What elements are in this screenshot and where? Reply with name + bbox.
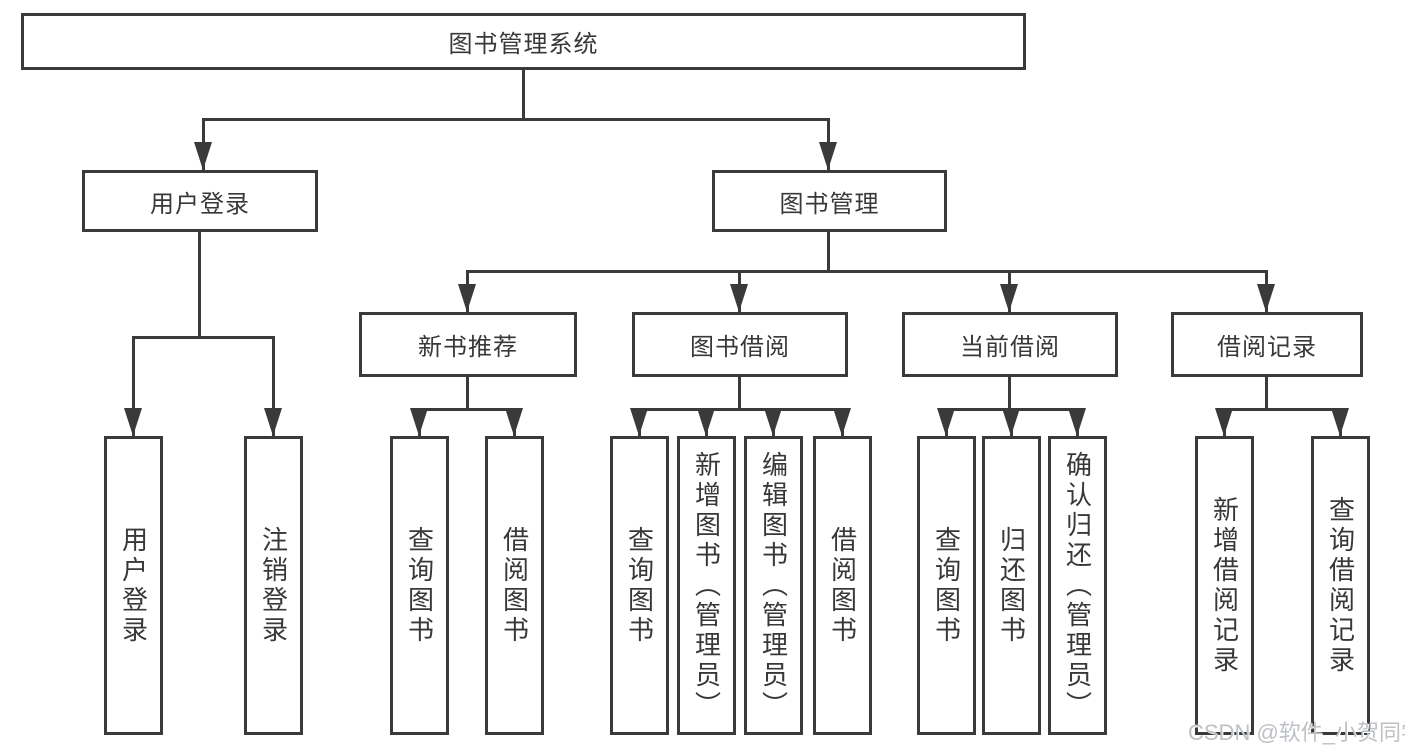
arrowhead-down-icon bbox=[1215, 408, 1233, 436]
leaf-logout-login: 注销登录 bbox=[244, 436, 303, 735]
arrowhead-down-icon bbox=[124, 408, 142, 436]
leaf-query-books-borrowing: 查询图书 bbox=[610, 436, 669, 735]
arrowhead-down-icon bbox=[194, 142, 212, 170]
arrowhead-down-icon bbox=[833, 408, 851, 436]
connector-line bbox=[827, 232, 830, 270]
arrowhead-down-icon bbox=[697, 408, 715, 436]
node-label: 用户登录 bbox=[118, 525, 149, 646]
leaf-borrow-books-borrowing: 借阅图书 bbox=[813, 436, 872, 735]
connector-line bbox=[466, 377, 469, 408]
connector-line bbox=[466, 270, 1268, 273]
connector-line bbox=[272, 336, 275, 436]
leaf-query-books-recommend: 查询图书 bbox=[390, 436, 449, 735]
node-current-borrowing: 当前借阅 bbox=[902, 312, 1118, 377]
arrowhead-down-icon bbox=[458, 284, 476, 312]
node-label: 借阅图书 bbox=[827, 525, 858, 646]
leaf-add-borrow-record: 新增借阅记录 bbox=[1195, 436, 1254, 735]
arrowhead-down-icon bbox=[937, 408, 955, 436]
node-label: 借阅图书 bbox=[499, 525, 530, 646]
node-label: 图书管理 bbox=[779, 190, 880, 218]
node-label: 用户登录 bbox=[150, 190, 250, 218]
leaf-user-login: 用户登录 bbox=[104, 436, 163, 735]
arrowhead-down-icon bbox=[819, 142, 837, 170]
node-book-management: 图书管理 bbox=[712, 170, 947, 232]
node-label: 查询图书 bbox=[624, 525, 655, 646]
arrowhead-down-icon bbox=[630, 408, 648, 436]
arrowhead-down-icon bbox=[730, 284, 748, 312]
connector-line bbox=[198, 232, 201, 336]
node-library-management-system: 图书管理系统 bbox=[21, 13, 1026, 70]
leaf-return-books: 归还图书 bbox=[982, 436, 1041, 735]
node-label: 新增图书（管理员） bbox=[691, 450, 722, 721]
arrowhead-down-icon bbox=[505, 408, 523, 436]
connector-line bbox=[638, 408, 844, 411]
arrowhead-down-icon bbox=[1002, 408, 1020, 436]
leaf-borrow-books-recommend: 借阅图书 bbox=[485, 436, 544, 735]
arrowhead-down-icon bbox=[1257, 284, 1275, 312]
arrowhead-down-icon bbox=[264, 408, 282, 436]
connector-line bbox=[1265, 377, 1268, 408]
node-label: 查询图书 bbox=[404, 525, 435, 646]
connector-line bbox=[202, 118, 830, 121]
node-label: 注销登录 bbox=[258, 525, 289, 646]
node-new-book-recommend: 新书推荐 bbox=[359, 312, 577, 377]
node-label: 新书推荐 bbox=[418, 334, 518, 361]
node-label: 图书管理系统 bbox=[448, 31, 599, 58]
node-book-borrowing: 图书借阅 bbox=[632, 312, 848, 377]
leaf-query-books-current: 查询图书 bbox=[917, 436, 976, 735]
node-label: 归还图书 bbox=[996, 525, 1027, 646]
arrowhead-down-icon bbox=[1331, 408, 1349, 436]
arrowhead-down-icon bbox=[410, 408, 428, 436]
arrowhead-down-icon bbox=[1000, 284, 1018, 312]
leaf-query-borrow-record: 查询借阅记录 bbox=[1311, 436, 1370, 735]
arrowhead-down-icon bbox=[1068, 408, 1086, 436]
leaf-add-books-admin: 新增图书（管理员） bbox=[677, 436, 736, 735]
connector-line bbox=[132, 336, 135, 436]
node-label: 借阅记录 bbox=[1217, 334, 1317, 361]
node-user-login: 用户登录 bbox=[82, 170, 318, 232]
connector-line bbox=[132, 336, 275, 339]
node-label: 编辑图书（管理员） bbox=[758, 450, 789, 721]
connector-line bbox=[522, 70, 525, 118]
node-borrowing-records: 借阅记录 bbox=[1171, 312, 1363, 377]
connector-line bbox=[738, 377, 741, 408]
leaf-edit-books-admin: 编辑图书（管理员） bbox=[744, 436, 803, 735]
connector-line bbox=[1008, 377, 1011, 408]
node-label: 图书借阅 bbox=[690, 334, 790, 361]
csdn-watermark: CSDN @软件_小贺同学 bbox=[1188, 720, 1405, 745]
node-label: 查询图书 bbox=[931, 525, 962, 646]
node-label: 查询借阅记录 bbox=[1325, 495, 1356, 676]
node-label: 当前借阅 bbox=[960, 334, 1060, 361]
node-label: 确认归还（管理员） bbox=[1062, 450, 1093, 721]
connector-line bbox=[1223, 408, 1342, 411]
node-label: 新增借阅记录 bbox=[1209, 495, 1240, 676]
connector-line bbox=[418, 408, 516, 411]
leaf-confirm-return-admin: 确认归还（管理员） bbox=[1048, 436, 1107, 735]
arrowhead-down-icon bbox=[764, 408, 782, 436]
